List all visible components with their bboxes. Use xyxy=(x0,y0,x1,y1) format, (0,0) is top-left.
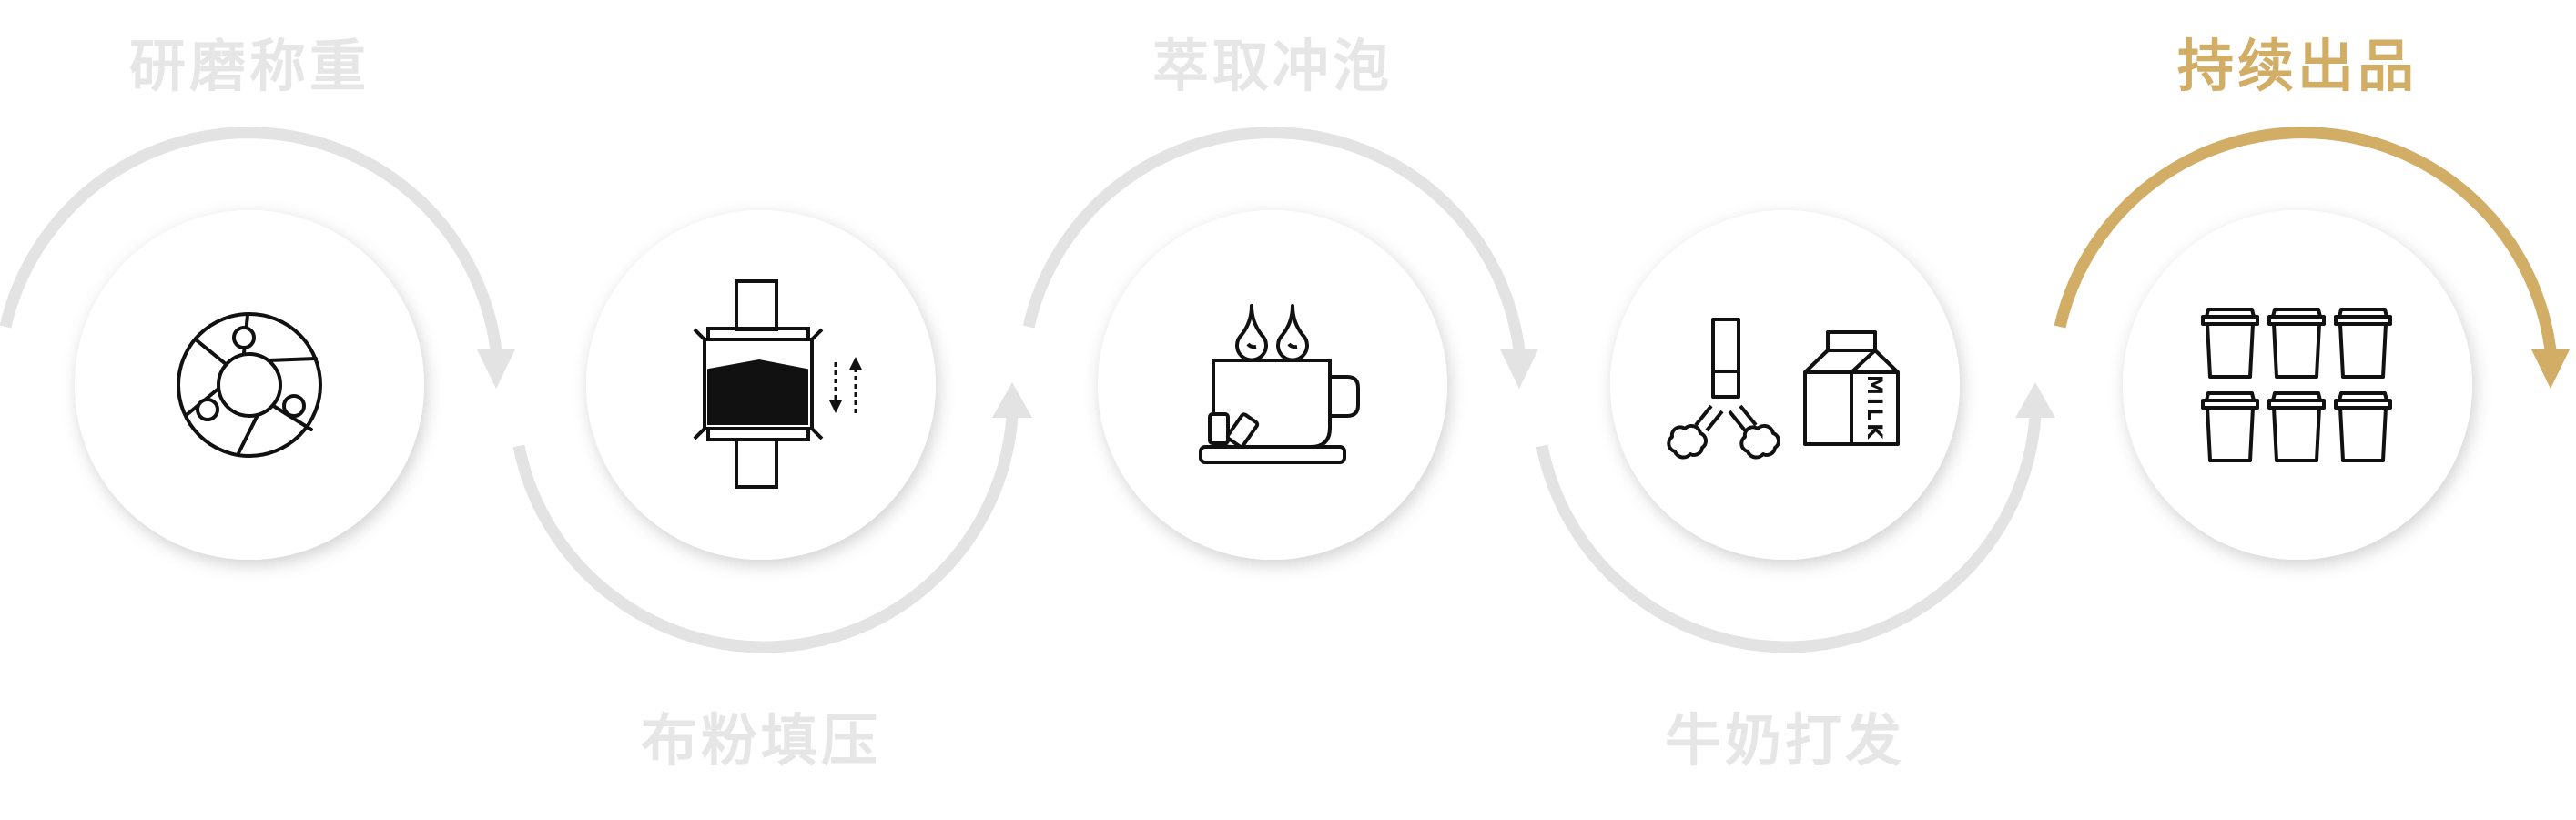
arc-milk xyxy=(1536,416,2042,653)
arc-dose xyxy=(512,416,1019,653)
cup-5 xyxy=(2267,391,2326,462)
cups-stack-icon xyxy=(2201,308,2392,462)
step-circles xyxy=(75,210,2472,560)
step-circle-brew xyxy=(1098,210,1447,560)
milk-carton-text: MILK xyxy=(1862,375,1885,441)
coffee-cup-drops-icon xyxy=(1199,304,1360,464)
step-circle-grind xyxy=(75,210,424,560)
step-circle-serve xyxy=(2123,210,2472,560)
arc-brew-arrowhead xyxy=(1500,349,1538,389)
step-label-brew: 萃取冲泡 xyxy=(1151,33,1393,99)
arc-grind-arrowhead xyxy=(477,349,515,389)
arc-serve xyxy=(2054,127,2557,351)
step-circle-milk xyxy=(1610,210,1960,560)
grinder-burr-icon xyxy=(177,312,322,458)
arc-brew xyxy=(1022,127,1526,351)
connector-arcs xyxy=(0,127,2570,653)
step-label-dose: 布粉填压 xyxy=(640,707,881,774)
step-label-milk: 牛奶打发 xyxy=(1664,707,1905,774)
arc-dose-arrowhead xyxy=(992,382,1032,418)
cup-2 xyxy=(2267,308,2326,379)
tamper-press-icon xyxy=(693,279,862,489)
arc-grind xyxy=(0,127,502,351)
step-label-grind: 研磨称重 xyxy=(128,33,370,99)
cup-4 xyxy=(2201,391,2259,462)
cup-1 xyxy=(2201,308,2259,379)
arc-milk-arrowhead xyxy=(2015,382,2055,418)
step-label-serve: 持续出品 xyxy=(2176,33,2418,99)
arc-serve-arrowhead xyxy=(2531,349,2570,389)
milk-steam-icon: MILK xyxy=(1667,318,1900,460)
cup-3 xyxy=(2334,308,2392,379)
cup-6 xyxy=(2334,391,2392,462)
